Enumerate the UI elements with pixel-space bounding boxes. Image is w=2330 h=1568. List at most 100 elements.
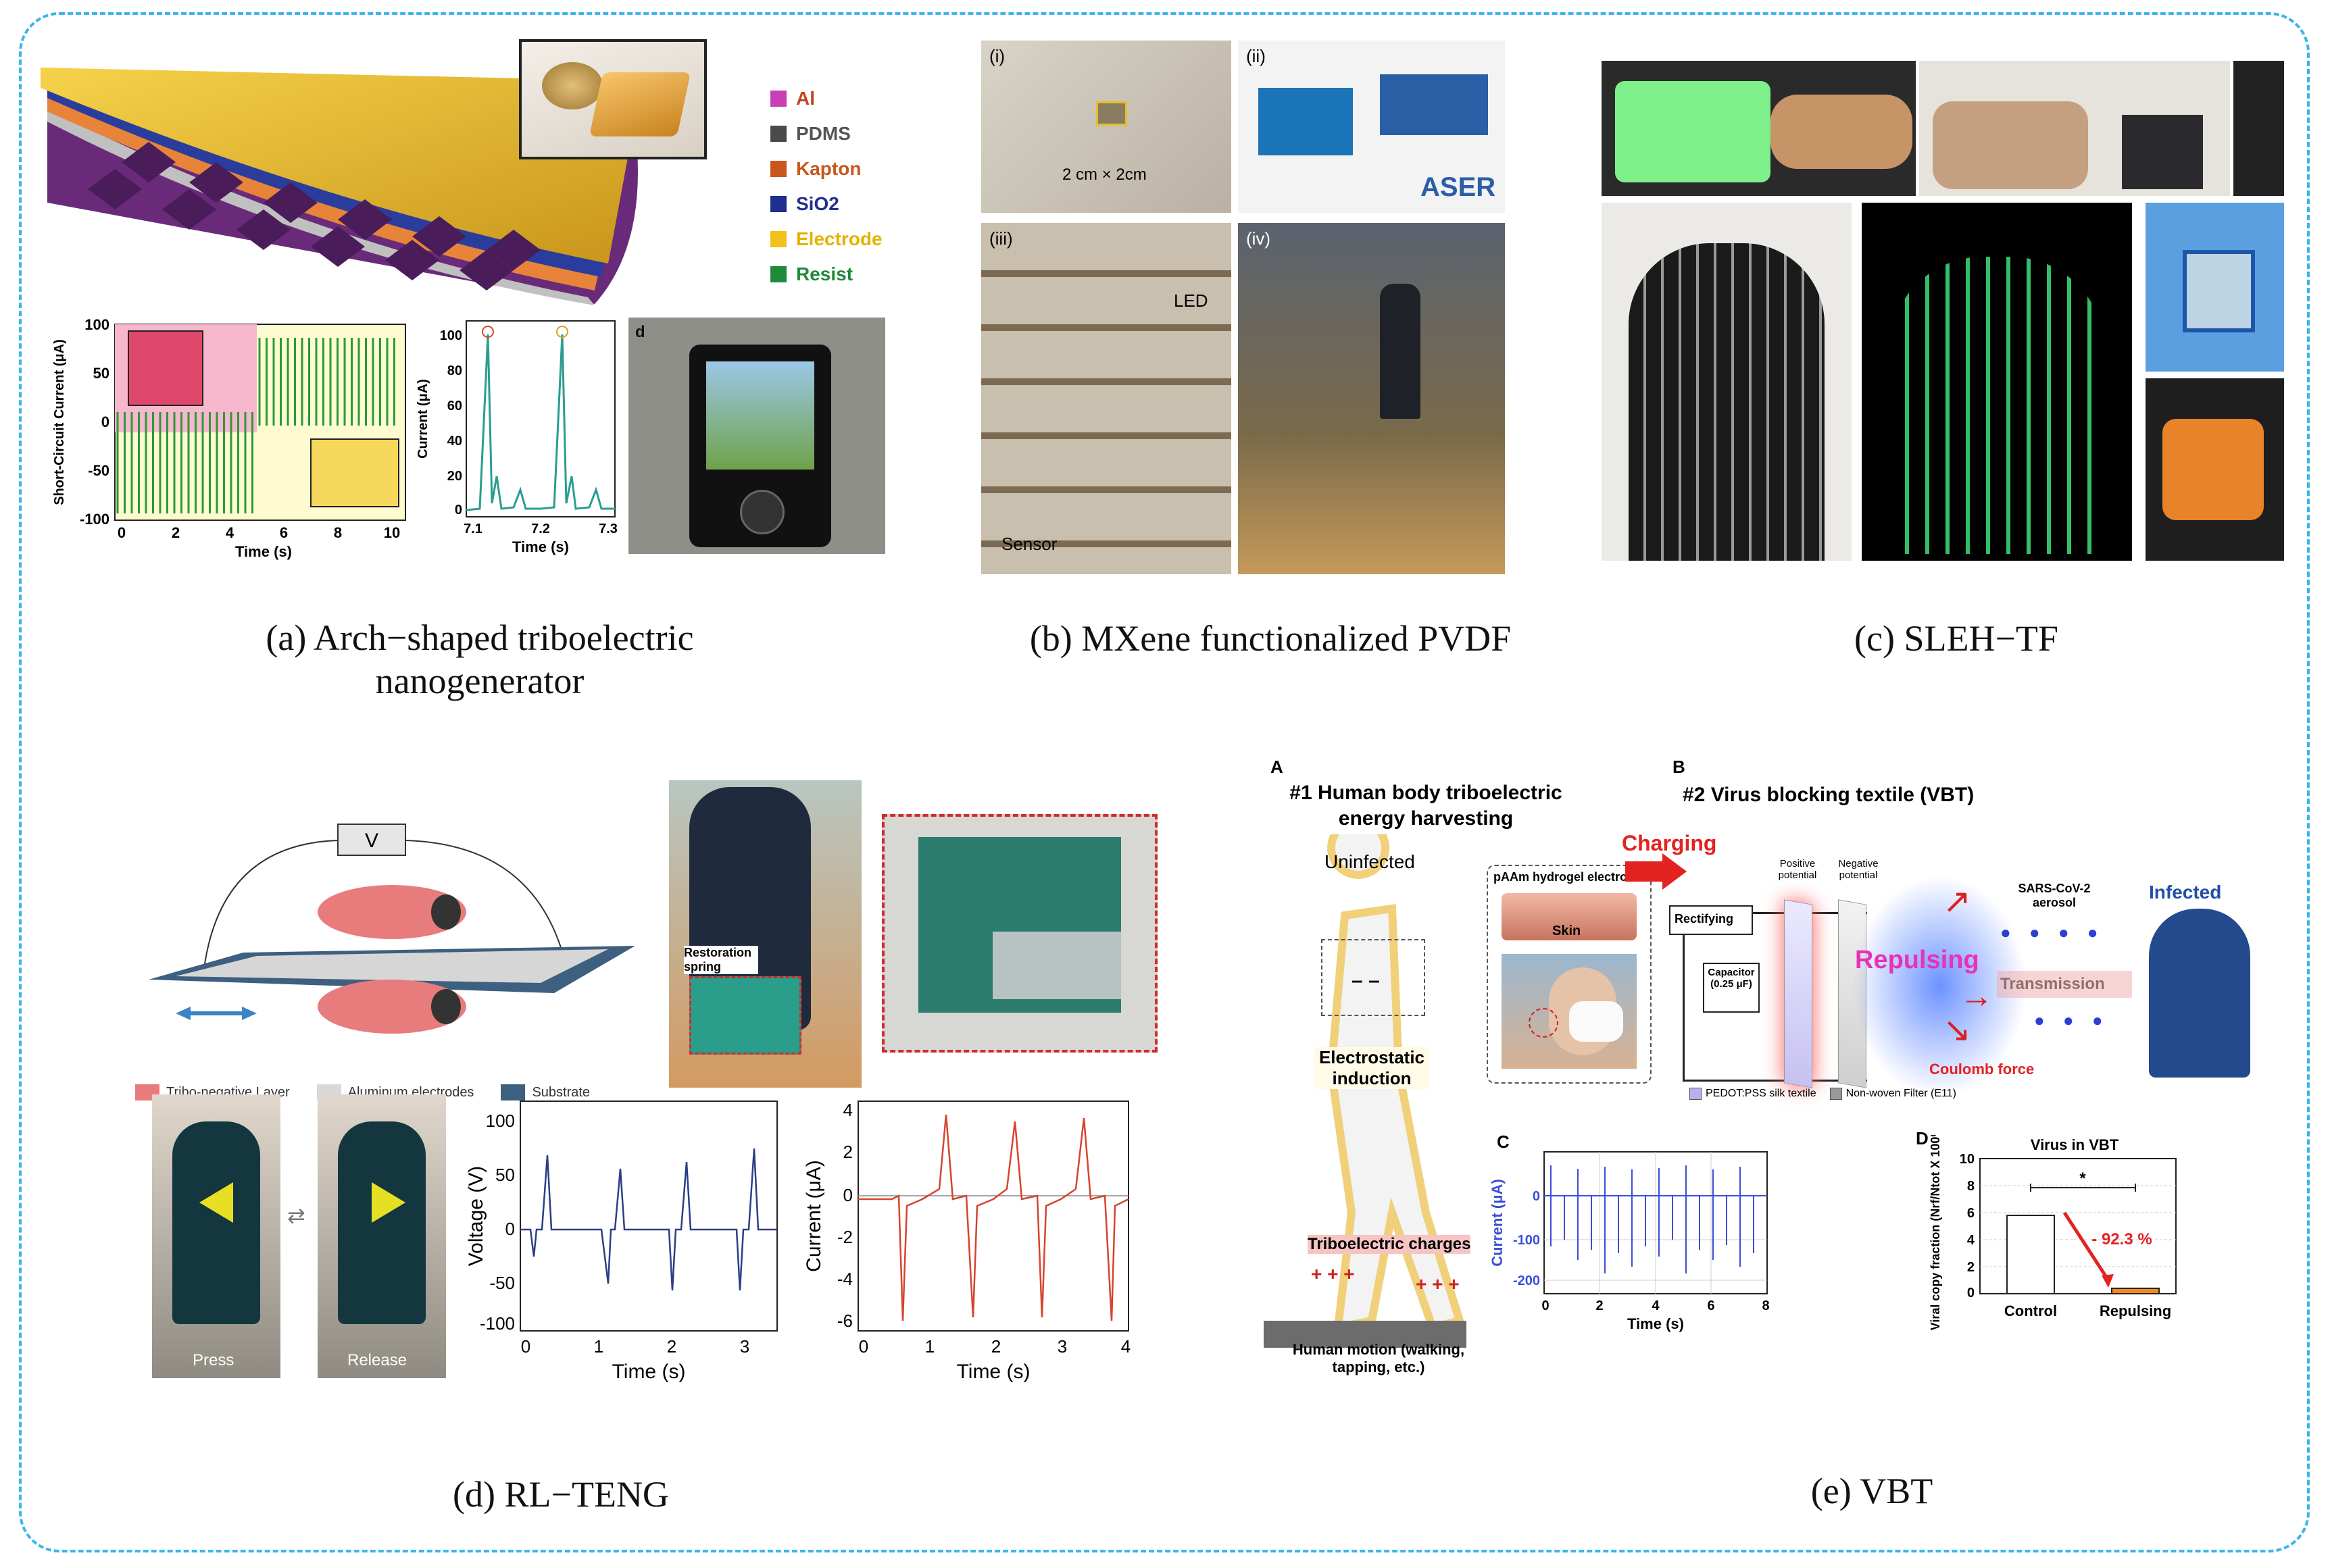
plot1-xtick: 0 — [118, 524, 126, 541]
current-ytick: 2 — [843, 1142, 853, 1162]
arduino-board — [1258, 88, 1353, 155]
flexible-device — [589, 72, 691, 136]
legend-label: Al — [796, 88, 815, 109]
hand — [1770, 95, 1912, 169]
legend-kapton: Kapton — [770, 151, 899, 186]
voltage-ytick: -50 — [489, 1273, 515, 1293]
plot1-ytick: -50 — [88, 462, 109, 479]
plot1-ytick: 100 — [84, 316, 109, 333]
plot-d-category: Repulsing — [2100, 1303, 2171, 1319]
plot2-ytick: 20 — [447, 469, 462, 484]
plot1-xlabel: Time (s) — [235, 543, 292, 560]
panel-b: (i) 2 cm × 2cm (ii) ASER (iii) LED Senso… — [973, 37, 1568, 686]
bar-control — [2006, 1215, 2055, 1294]
legend-label: Substrate — [532, 1084, 591, 1100]
arrow-right-icon — [372, 1182, 405, 1223]
title-a: #1 Human body triboelectric energy harve… — [1289, 782, 1562, 830]
electrode-inset: pAAm hydrogel electrode Skin — [1487, 865, 1652, 1084]
tribo-charges-label: Triboelectric charges — [1308, 1235, 1471, 1254]
voltage-plot: Voltage (V) 100 50 0 -50 -100 0 1 2 3 Ti… — [466, 1101, 778, 1383]
plot1-ylabel: Short-Circuit Current (μA) — [52, 339, 67, 505]
arch-device-illustration — [41, 68, 642, 305]
watch-photo — [2146, 203, 2284, 372]
plot-d-ylabel: Viral copy fraction (Nrf/Ntot X 100%) — [1929, 1135, 1942, 1330]
plot2-ytick: 100 — [440, 328, 462, 343]
current-xtick: 3 — [1058, 1336, 1067, 1357]
voltage-ytick: -100 — [480, 1313, 515, 1334]
plot2-xtick: 7.3 — [599, 522, 618, 536]
voltage-ytick: 50 — [495, 1165, 515, 1185]
plot2-xtick: 7.1 — [464, 522, 482, 536]
current-spikes — [1550, 1165, 1754, 1273]
charging-label: Charging — [1622, 831, 1717, 855]
legend-swatch — [1829, 1088, 1842, 1100]
plot-d-ytick: 6 — [1967, 1206, 1975, 1221]
person-press — [172, 1121, 260, 1324]
plot-c-xtick: 6 — [1707, 1298, 1714, 1313]
plot2-xtick: 7.2 — [531, 522, 550, 536]
glowing-stripes — [1889, 257, 2105, 554]
coin — [542, 62, 603, 109]
infected-label: Infected — [2149, 882, 2222, 903]
charging-arrow-icon — [1625, 861, 1666, 882]
caption-d: (d) RL−TENG — [453, 1474, 669, 1515]
current-xtick: 2 — [991, 1336, 1001, 1357]
voltage-xlabel: Time (s) — [612, 1361, 686, 1383]
label-A: A — [1270, 757, 1283, 777]
plot2-ytick: 0 — [455, 503, 462, 517]
skin-label: Skin — [1552, 924, 1581, 938]
sensor-square — [1096, 101, 1127, 126]
capacitor-label: Capacitor (0.25 μF) — [1708, 967, 1755, 990]
legend-label: Electrode — [796, 228, 883, 249]
panel-a: Al PDMS Kapton SiO2 Electrode Resist Sho… — [27, 27, 899, 701]
release-label: Release — [347, 1351, 407, 1369]
plot2-ytick: 80 — [447, 363, 462, 378]
phone-screen — [706, 361, 814, 470]
legend-label: Kapton — [796, 158, 862, 179]
press-photo: Press — [152, 1094, 280, 1378]
textile-positive — [1784, 899, 1812, 1088]
hoodie-back — [1629, 243, 1825, 561]
sensor-photo-i: (i) 2 cm × 2cm — [981, 41, 1231, 213]
plot1-xtick: 10 — [384, 524, 400, 541]
sars-label: SARS-CoV-2 aerosol — [2018, 882, 2091, 909]
caption-a: (a) Arch−shaped triboelectric nanogenera… — [266, 617, 694, 701]
repulse-arrow-mid-icon: → — [1960, 977, 1993, 1015]
current-plot-c: Current (μA) 0 -100 -200 0 2 4 6 8 Time … — [1489, 1151, 1770, 1332]
current-ytick: -2 — [837, 1227, 853, 1247]
rectifying-box: Rectifying — [1669, 905, 1753, 935]
device-zoom-photo — [882, 814, 1158, 1053]
rectifying-label: Rectifying — [1675, 912, 1734, 926]
legend-item: Non-woven Filter (E11) — [1829, 1088, 1956, 1100]
label-iv: (iv) — [1246, 228, 1271, 249]
person-silhouette — [1380, 284, 1420, 419]
led-label: LED — [1174, 290, 1208, 311]
watch-face — [2183, 250, 2255, 332]
plot1-ytick: 0 — [101, 413, 109, 430]
label-D: D — [1916, 1128, 1929, 1148]
positive-label: Positive potential — [1778, 858, 1817, 881]
plot-d-ytick: 10 — [1960, 1152, 1975, 1167]
plot1-xtick: 2 — [172, 524, 180, 541]
aser-logo: ASER — [1420, 172, 1496, 202]
arduino-photo-ii: (ii) ASER — [1238, 41, 1505, 213]
spring-label: Restoration spring — [684, 946, 758, 974]
legend-swatch — [1689, 1088, 1702, 1100]
plot2-ytick: 40 — [447, 434, 462, 449]
current-ytick: -6 — [837, 1311, 853, 1331]
minus-signs: – – — [1352, 969, 1380, 992]
plot1-xtick: 6 — [280, 524, 288, 541]
caption-c: (c) SLEH−TF — [1854, 618, 2058, 659]
skin-block — [1502, 893, 1637, 940]
stairs-photo-iii: (iii) LED Sensor — [981, 223, 1231, 574]
label-i: (i) — [989, 46, 1006, 66]
coin-device-photo — [519, 39, 707, 159]
plot1-xtick: 8 — [334, 524, 342, 541]
current-ytick: 4 — [843, 1100, 853, 1120]
label-iii: (iii) — [989, 228, 1013, 249]
plot-d-ytick: 2 — [1967, 1260, 1975, 1275]
voltage-ylabel: Voltage (V) — [466, 1166, 487, 1266]
current-xtick: 0 — [859, 1336, 868, 1357]
hoodie-photo — [1602, 203, 1852, 561]
caption-b: (b) MXene functionalized PVDF — [1029, 618, 1512, 659]
